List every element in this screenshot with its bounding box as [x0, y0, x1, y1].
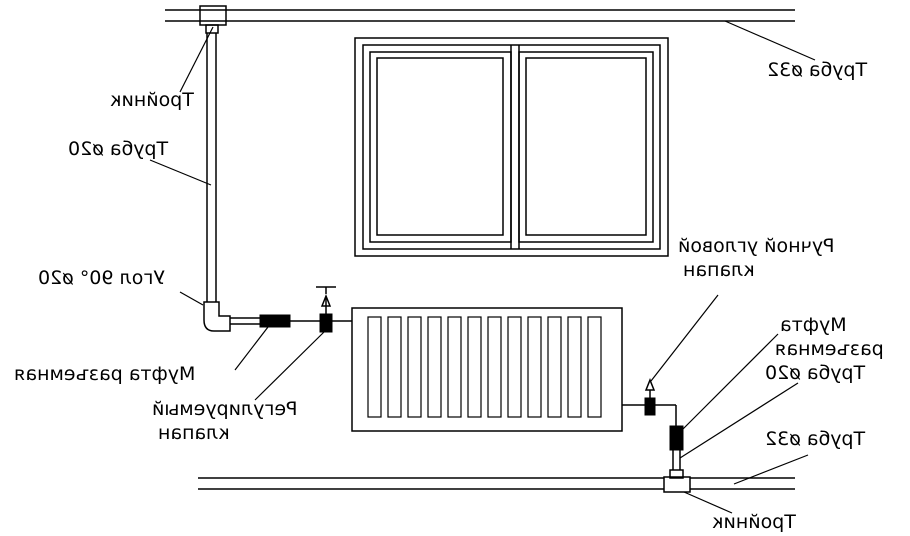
right-coupling	[669, 425, 684, 451]
manual-angle-valve	[644, 377, 677, 426]
label-adjustable-valve-line2: клапан	[158, 422, 230, 444]
label-top-tee: Тройник	[110, 89, 194, 111]
label-bottom-tee: Тройник	[712, 511, 796, 533]
top-main-pipe	[165, 9, 795, 22]
label-right-coupling-line2: разъемная	[775, 338, 884, 360]
label-manual-valve-line1: Ручной угловой	[678, 235, 835, 257]
label-bottom-pipe: Труба ø32	[765, 428, 866, 450]
label-manual-valve-line2: клапан	[683, 259, 755, 281]
top-tee	[199, 5, 227, 26]
radiator	[351, 307, 623, 432]
bottom-main-pipe	[198, 477, 795, 490]
label-riser-pipe: Труба ø20	[68, 138, 169, 160]
elbow-90	[203, 301, 231, 332]
label-right-pipe20: Труба ø20	[765, 362, 866, 384]
adjustable-valve	[316, 286, 336, 333]
bottom-tee	[663, 476, 691, 493]
label-left-coupling: Муфта разъемная	[14, 363, 196, 385]
label-adjustable-valve-line1: Регулируемый	[152, 398, 298, 420]
label-right-coupling-line1: Муфта	[780, 314, 847, 336]
left-coupling	[259, 314, 291, 328]
bottom-tee-branch	[669, 469, 684, 479]
down-pipe	[672, 450, 681, 470]
supply-pipe	[230, 317, 352, 325]
top-tee-branch	[205, 24, 219, 34]
riser-pipe	[206, 33, 217, 302]
label-elbow: Угол 90° ø20	[38, 267, 165, 289]
label-top-pipe: Труба ø32	[767, 59, 868, 81]
leader-lines	[149, 20, 816, 514]
window	[354, 37, 669, 257]
